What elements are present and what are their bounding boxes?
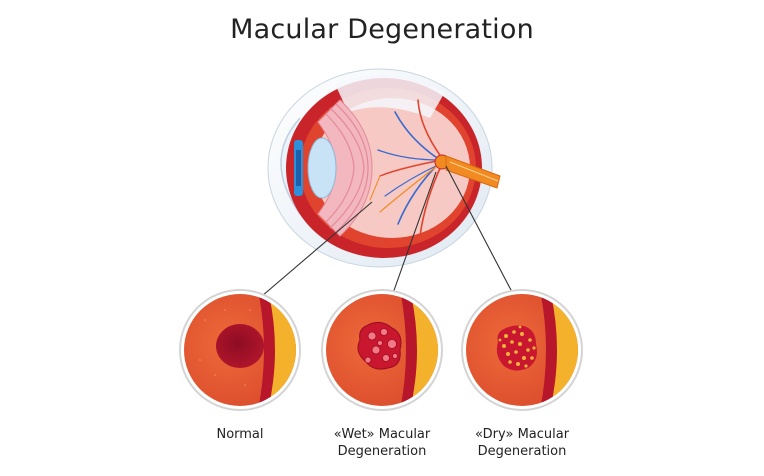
caption-wet: «Wet» Macular Degeneration xyxy=(302,426,462,460)
caption-dry-line-1: «Dry» Macular xyxy=(474,427,570,442)
retinal-vessels xyxy=(369,99,443,237)
normal-macula xyxy=(216,324,264,368)
diagram-title: Macular Degeneration xyxy=(230,14,534,45)
drusen xyxy=(498,325,536,368)
wet-bleeds xyxy=(364,328,398,364)
pointer-lines xyxy=(261,165,513,297)
caption-normal-line-1: Normal xyxy=(216,427,264,442)
panel-normal xyxy=(179,289,301,411)
caption-dry-line-2: Degeneration xyxy=(477,444,567,459)
caption-wet-line-2: Degeneration xyxy=(337,444,427,459)
eye-cross-section xyxy=(267,68,501,268)
lens xyxy=(307,137,337,199)
caption-dry: «Dry» Macular Degeneration xyxy=(442,426,602,460)
cutaway xyxy=(335,75,445,118)
pointer-dry xyxy=(445,165,513,293)
optic-nerve xyxy=(445,155,501,189)
pointer-normal xyxy=(261,201,373,297)
panel-wet xyxy=(321,289,443,411)
panel-dry xyxy=(461,289,583,411)
pointer-wet xyxy=(391,171,437,297)
caption-normal: Normal xyxy=(160,426,320,443)
caption-wet-line-1: «Wet» Macular xyxy=(333,427,431,442)
